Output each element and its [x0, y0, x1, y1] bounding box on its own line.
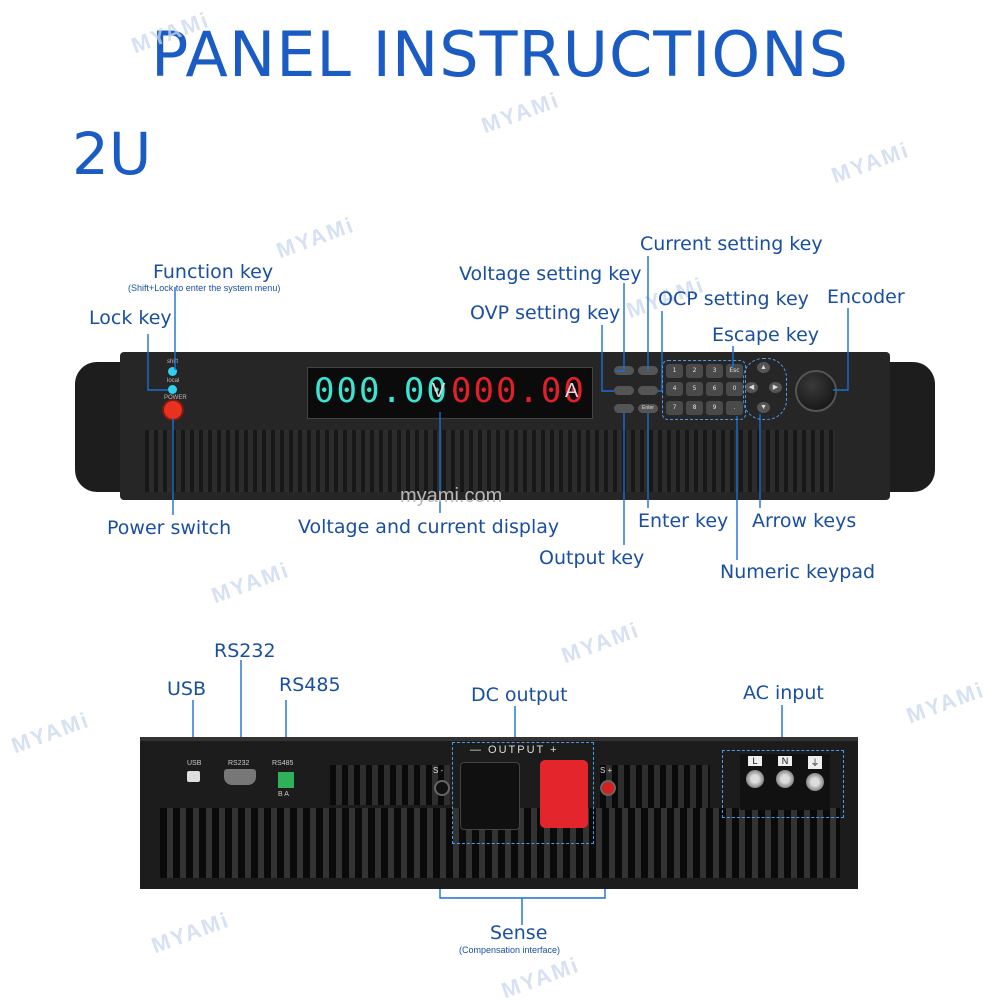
voltage-setting-key-label: Voltage setting key: [459, 263, 642, 285]
rs232-port[interactable]: [224, 769, 256, 785]
page-title: PANEL INSTRUCTIONS: [151, 18, 849, 91]
output-key[interactable]: [614, 404, 634, 413]
power-switch-label: Power switch: [107, 517, 232, 539]
screw-icon: [746, 770, 764, 788]
arrow-keys: ▲ ◀ ▶ ▼: [745, 362, 783, 414]
sense-label: Sense: [490, 922, 548, 944]
screw-icon: [776, 770, 794, 788]
keypad-key[interactable]: 7: [666, 400, 683, 415]
negative-output-terminal[interactable]: [460, 762, 520, 830]
watermark-url: myami.com: [400, 485, 503, 507]
rear-vent-right: [600, 765, 710, 815]
rs485-port[interactable]: [278, 772, 294, 788]
arrow-right-icon[interactable]: ▶: [769, 382, 782, 393]
encoder-knob[interactable]: [795, 370, 837, 412]
arrow-up-icon[interactable]: ▲: [757, 362, 770, 373]
current-setting-key-label: Current setting key: [640, 233, 823, 255]
ac-terminal-label: L: [748, 756, 762, 766]
ocp-setting-key-label: OCP setting key: [658, 288, 809, 310]
voltage-readout: 000.00: [314, 371, 449, 411]
rs485-pins-label: B A: [278, 791, 289, 798]
display-label: Voltage and current display: [298, 516, 560, 538]
ovp-setting-key-label: OVP setting key: [470, 302, 621, 324]
keypad-key[interactable]: .: [726, 400, 743, 415]
positive-output-terminal[interactable]: [540, 760, 588, 828]
rs485-label: RS485: [279, 674, 341, 696]
shift-led-label: shift: [167, 359, 179, 365]
voltage-unit: V: [432, 380, 446, 402]
output-key-label: Output key: [539, 547, 645, 569]
arrow-keys-label: Arrow keys: [752, 510, 857, 532]
dc-output-label: DC output: [471, 684, 568, 706]
keypad-key[interactable]: 9: [706, 400, 723, 415]
keypad-key[interactable]: 2: [686, 364, 703, 378]
encoder-label: Encoder: [827, 286, 905, 308]
arrow-left-icon[interactable]: ◀: [745, 382, 758, 393]
output-banner: — OUTPUT +: [470, 744, 559, 756]
ac-terminal-label: N: [778, 756, 792, 766]
enter-key[interactable]: Enter: [638, 404, 658, 413]
ac-terminal[interactable]: ⏚: [806, 754, 824, 810]
sense-plus-terminal[interactable]: [600, 780, 616, 796]
usb-port[interactable]: [187, 771, 200, 782]
keypad-highlight: [662, 360, 746, 420]
ac-terminal-label: ⏚: [808, 756, 822, 769]
keypad-key[interactable]: Esc: [726, 364, 743, 378]
shift-led: [168, 367, 177, 376]
front-vent: [145, 430, 835, 492]
keypad-key[interactable]: 0: [726, 382, 743, 397]
dc-output-highlight: [452, 742, 594, 844]
ovp-setting-key[interactable]: [614, 386, 634, 395]
sense-minus-label: S -: [433, 766, 444, 775]
sense-note: (Compensation interface): [459, 945, 561, 955]
current-readout: 000.00: [451, 371, 586, 411]
ocp-setting-key[interactable]: [638, 386, 658, 395]
keypad-key[interactable]: 8: [686, 400, 703, 415]
keypad-key[interactable]: 5: [686, 382, 703, 397]
ac-terminal[interactable]: N: [776, 754, 794, 810]
usb-port-label: USB: [187, 760, 202, 767]
sense-minus-terminal[interactable]: [434, 780, 450, 796]
rs232-label: RS232: [214, 640, 276, 662]
voltage-current-display: [307, 367, 593, 419]
screw-icon: [806, 773, 824, 791]
local-led-label: local: [167, 378, 180, 384]
keypad-key[interactable]: 6: [706, 382, 723, 397]
function-key-label: Function key: [153, 261, 274, 283]
arrow-highlight: [743, 358, 787, 420]
enter-key-label: Enter key: [638, 510, 729, 532]
power-button[interactable]: [164, 401, 182, 419]
ac-input-label: AC input: [743, 682, 824, 704]
current-unit: A: [565, 380, 579, 402]
escape-key-label: Escape key: [712, 324, 820, 346]
arrow-down-icon[interactable]: ▼: [757, 402, 770, 413]
rs232-port-label: RS232: [228, 760, 250, 767]
local-led: [168, 385, 177, 394]
power-label: POWER: [164, 395, 187, 401]
page-subtitle: 2U: [72, 120, 152, 188]
ac-input-highlight: [722, 750, 844, 818]
rear-vent-top: [330, 765, 450, 805]
keypad-key[interactable]: 1: [666, 364, 683, 378]
ac-terminal[interactable]: L: [746, 754, 764, 810]
lock-key-label: Lock key: [89, 307, 172, 329]
numeric-keypad-label: Numeric keypad: [720, 561, 876, 583]
function-key-note: (Shift+Lock to enter the system menu): [128, 283, 281, 293]
keypad-key[interactable]: 4: [666, 382, 683, 397]
usb-label: USB: [167, 678, 207, 700]
keypad-key[interactable]: 3: [706, 364, 723, 378]
sense-plus-label: S +: [600, 766, 613, 775]
rs485-port-label: RS485: [272, 760, 294, 767]
ac-terminal-block: L N ⏚: [740, 754, 830, 810]
